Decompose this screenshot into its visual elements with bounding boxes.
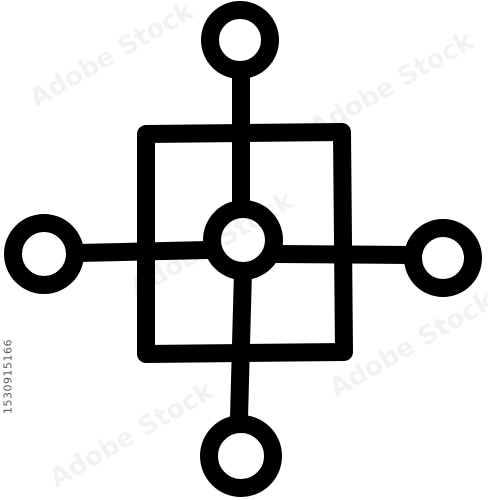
center-square <box>137 123 353 363</box>
stock-id-label: 1530915166 <box>1 339 15 414</box>
left-connector <box>69 241 217 262</box>
right-node-circle <box>404 219 482 297</box>
right-connector <box>267 245 417 264</box>
bottom-node-circle <box>200 415 282 497</box>
center-node-circle <box>203 200 283 280</box>
bottom-connector <box>230 262 252 427</box>
left-node-circle <box>4 214 84 294</box>
top-node-circle <box>201 1 279 79</box>
